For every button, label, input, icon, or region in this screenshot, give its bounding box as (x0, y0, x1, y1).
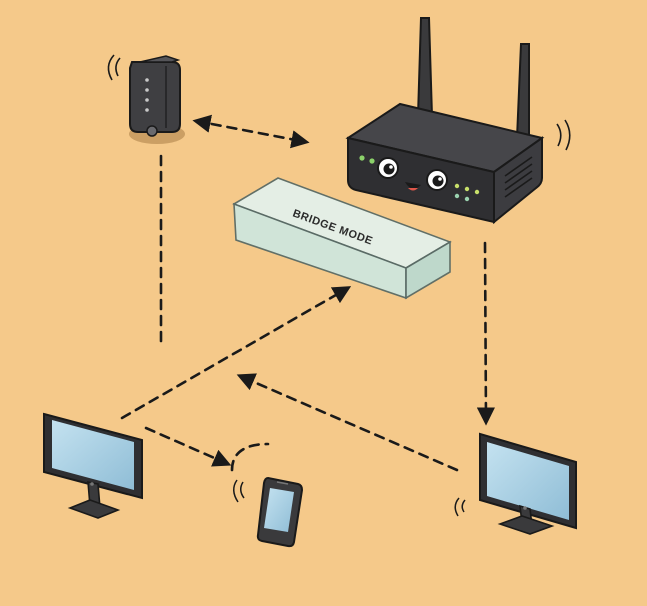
monitor-right-icon (454, 432, 577, 535)
link-monitor-left-bridge (120, 286, 352, 420)
smartphone-icon (233, 476, 304, 548)
monitor-left-icon (43, 412, 143, 519)
link-modem-router (192, 114, 310, 149)
link-monitor-left-phone (144, 426, 232, 467)
router-face (377, 157, 448, 191)
router-icon (345, 17, 571, 225)
link-phone-curl (230, 442, 270, 472)
bridge-box: BRIDGE MODE (232, 177, 452, 300)
link-monitor-right-center (236, 373, 459, 472)
modem-icon (107, 54, 185, 144)
link-router-monitor-right (476, 241, 496, 426)
